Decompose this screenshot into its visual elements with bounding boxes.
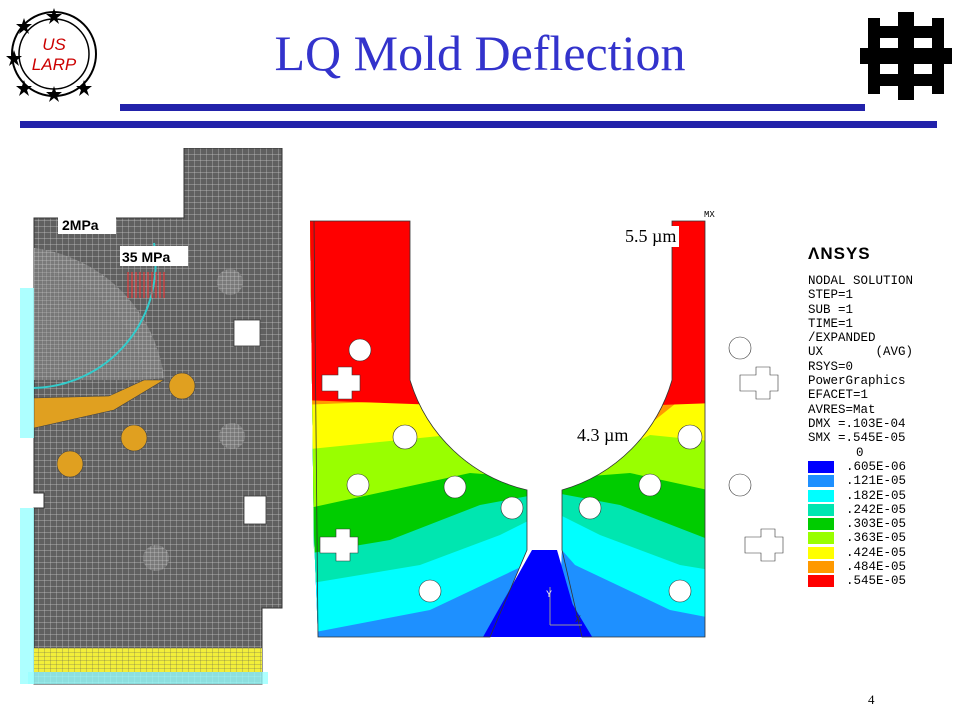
axis-triad (549, 587, 582, 626)
legend-label: .363E-05 (846, 531, 907, 546)
label-2mpa: 2MPa (62, 217, 99, 233)
logo-larp-text: LARP (32, 55, 77, 74)
legend-row: .605E-06 (808, 460, 958, 474)
mesh-key-slot-2 (243, 495, 267, 525)
mesh-hole-orange-2 (120, 424, 148, 452)
ansys-info-line: PowerGraphics (808, 374, 906, 389)
axis-x-label: X (575, 615, 581, 626)
title-rule-bottom (20, 121, 937, 128)
legend-row: .242E-05 (808, 503, 958, 517)
legend-row: .121E-05 (808, 474, 958, 488)
ansys-info-line: UX (AVG) (808, 345, 914, 360)
mesh-yellow-base (34, 648, 262, 672)
legend-swatch (808, 518, 834, 531)
mesh-cyan-arc (33, 242, 157, 389)
mesh-hole-fine-3 (143, 545, 169, 571)
legend-row: .545E-05 (808, 574, 958, 588)
page-number: 4 (868, 692, 875, 707)
ansys-info-line: RSYS=0 (808, 359, 854, 374)
ansys-info-line: EFACET=1 (808, 388, 869, 403)
legend-row: .303E-05 (808, 517, 958, 531)
ansys-info-line: DMX =.103E-04 (808, 416, 906, 431)
mesh-cyan-boundary-bottom (28, 672, 268, 684)
annotation-mid-deflection: 4.3 µm (574, 425, 632, 446)
mesh-model-view: 2MPa 35 MPa (20, 148, 283, 685)
legend-row: .182E-05 (808, 488, 958, 503)
legend-label: .121E-05 (846, 474, 907, 489)
mesh-key-slot-1 (233, 319, 261, 347)
ansys-info-line: SUB =1 (808, 302, 854, 317)
ansys-info-line: TIME=1 (808, 316, 854, 331)
legend-swatch (808, 475, 834, 488)
legend-row: .363E-05 (808, 531, 958, 545)
title-rule-top (120, 104, 865, 111)
legend-swatch (808, 461, 834, 473)
legend-label: .303E-05 (846, 517, 907, 532)
legend-swatch (808, 503, 834, 516)
legend-swatch (808, 532, 834, 545)
legend-label: .242E-05 (846, 502, 907, 517)
mesh-hole-fine-1 (217, 269, 243, 295)
ansys-info-line: SMX =.545E-05 (808, 431, 906, 446)
ansys-logo: ΛNSYS (808, 244, 958, 264)
ansys-legend: 0.605E-06.121E-05.182E-05.242E-05.303E-0… (808, 446, 958, 589)
mesh-hole-orange-1 (168, 372, 196, 400)
logo-us-text: US (42, 35, 66, 54)
legend-label: .545E-05 (846, 574, 907, 589)
ansys-info-line: AVRES=Mat (808, 402, 876, 417)
axis-y-label: Y (546, 590, 552, 601)
mesh-cyan-boundary-left-2 (20, 508, 34, 684)
max-marker: MX (704, 210, 715, 220)
us-larp-logo: US LARP (6, 8, 97, 102)
mesh-hole-orange-3 (56, 450, 84, 478)
ansys-info-line: STEP=1 (808, 288, 854, 303)
fermilab-logo (860, 12, 952, 100)
mesh-hole-fine-2 (219, 423, 245, 449)
legend-label: .182E-05 (846, 488, 907, 503)
contour-outline-right (561, 220, 706, 638)
legend-swatch (808, 575, 834, 588)
legend-row: 0 (808, 446, 958, 460)
legend-swatch (808, 546, 834, 559)
contour-outline-left (310, 220, 528, 638)
legend-swatch (808, 561, 834, 574)
legend-label: .484E-05 (846, 560, 907, 575)
legend-row: .424E-05 (808, 546, 958, 560)
contour-holes (319, 336, 784, 603)
ansys-info-line: /EXPANDED (808, 331, 876, 346)
contour-pole-wedge (483, 550, 582, 637)
mesh-cyan-boundary-left (20, 288, 34, 438)
ansys-info-line: NODAL SOLUTION (808, 274, 914, 288)
legend-label: 0 (856, 445, 864, 460)
pressure-arrows (127, 272, 165, 298)
mesh-label-bg-35mpa (120, 246, 188, 266)
mesh-pole-region (34, 268, 144, 380)
mesh-label-bg-2mpa (58, 214, 116, 234)
legend-label: .605E-06 (846, 460, 907, 474)
legend-swatch (808, 447, 844, 459)
legend-label: .424E-05 (846, 545, 907, 560)
mesh-coil-region (34, 248, 164, 380)
ux-contour-plot: Y X MX (310, 210, 784, 638)
slide-title: LQ Mold Deflection (274, 25, 686, 81)
legend-swatch (808, 489, 834, 502)
annotation-top-deflection: 5.5 µm (622, 226, 680, 247)
ansys-logo-text: ΛNSYS (808, 244, 871, 263)
legend-row: .484E-05 (808, 560, 958, 574)
label-35mpa: 35 MPa (122, 249, 170, 265)
